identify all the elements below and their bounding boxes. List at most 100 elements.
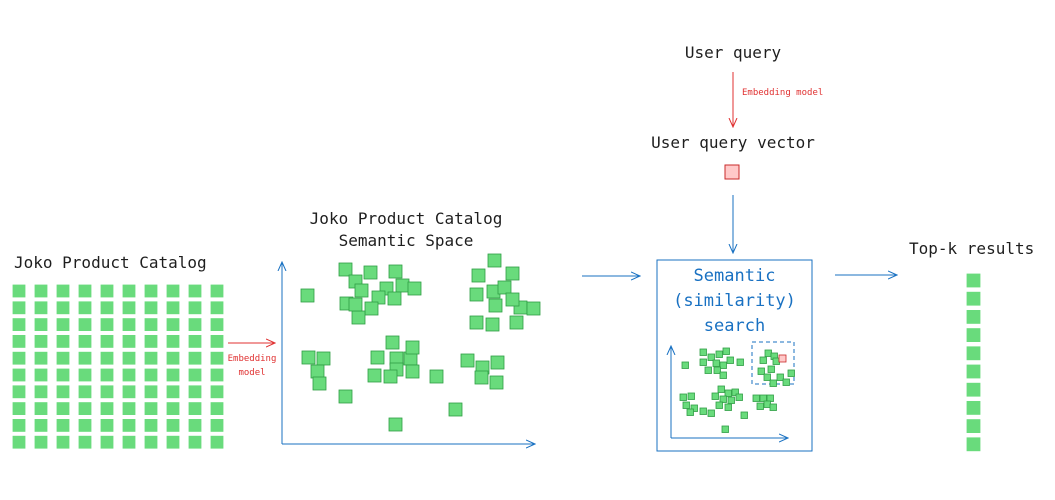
mini-point-icon <box>769 379 777 387</box>
catalog-item-icon <box>144 368 158 382</box>
search-mini-points <box>679 347 795 433</box>
catalog-item-icon <box>122 435 136 449</box>
catalog-item-icon <box>34 301 48 315</box>
space-point-icon <box>487 253 502 268</box>
catalog-item-icon <box>144 402 158 416</box>
catalog-item-icon <box>166 385 180 399</box>
catalog-item-icon <box>210 334 224 348</box>
space-point-icon <box>354 283 369 298</box>
mini-point-icon <box>717 385 725 393</box>
mini-point-icon <box>731 388 739 396</box>
catalog-item-icon <box>78 284 92 298</box>
catalog-item-icon <box>78 318 92 332</box>
catalog-item-icon <box>78 385 92 399</box>
catalog-item-icon <box>34 351 48 365</box>
catalog-item-icon <box>188 318 202 332</box>
space-point-icon <box>316 351 331 366</box>
product-catalog-grid <box>12 284 224 449</box>
mini-point-icon <box>763 400 771 408</box>
mini-query-point-icon <box>778 354 787 363</box>
catalog-item-icon <box>56 284 70 298</box>
mini-point-icon <box>740 411 748 419</box>
mini-point-icon <box>719 395 727 403</box>
result-item-icon <box>966 437 981 452</box>
catalog-item-icon <box>56 351 70 365</box>
catalog-item-icon <box>12 368 26 382</box>
mini-point-icon <box>767 365 775 373</box>
result-item-icon <box>966 419 981 434</box>
space-point-icon <box>312 376 327 391</box>
space-point-icon <box>429 369 444 384</box>
user-query-label: User query <box>684 43 782 62</box>
space-point-icon <box>351 310 366 325</box>
space-point-icon <box>407 281 422 296</box>
catalog-item-icon <box>166 418 180 432</box>
mini-point-icon <box>772 357 780 365</box>
space-point-icon <box>497 280 512 295</box>
semantic-space-axes <box>282 262 535 444</box>
user-query-vector-label: User query vector <box>651 133 815 152</box>
mini-point-icon <box>682 401 690 409</box>
catalog-item-icon <box>12 351 26 365</box>
mini-point-icon <box>715 350 723 358</box>
catalog-item-icon <box>34 402 48 416</box>
catalog-item-icon <box>188 301 202 315</box>
catalog-item-icon <box>34 435 48 449</box>
mini-point-icon <box>735 393 743 401</box>
catalog-item-icon <box>12 435 26 449</box>
mini-point-icon <box>719 361 727 369</box>
mini-point-icon <box>782 378 790 386</box>
space-point-icon <box>338 389 353 404</box>
semantic-space-title: Joko Product Catalog Semantic Space <box>309 209 503 250</box>
space-point-icon <box>383 369 398 384</box>
space-point-icon <box>301 350 316 365</box>
catalog-item-icon <box>122 368 136 382</box>
catalog-item-icon <box>188 284 202 298</box>
mini-point-icon <box>719 371 727 379</box>
catalog-item-icon <box>166 284 180 298</box>
catalog-item-icon <box>144 418 158 432</box>
mini-point-icon <box>769 403 777 411</box>
catalog-item-icon <box>56 334 70 348</box>
catalog-item-icon <box>100 318 114 332</box>
catalog-item-icon <box>34 385 48 399</box>
catalog-item-icon <box>144 435 158 449</box>
mini-point-icon <box>687 392 695 400</box>
catalog-item-icon <box>78 418 92 432</box>
space-point-icon <box>509 315 524 330</box>
space-point-icon <box>371 290 386 305</box>
catalog-item-icon <box>210 301 224 315</box>
mini-point-icon <box>752 394 760 402</box>
catalog-item-icon <box>100 385 114 399</box>
catalog-item-icon <box>166 301 180 315</box>
catalog-item-icon <box>166 318 180 332</box>
result-item-icon <box>966 364 981 379</box>
space-point-icon <box>405 340 420 355</box>
catalog-item-icon <box>166 435 180 449</box>
catalog-item-icon <box>144 284 158 298</box>
space-point-icon <box>367 368 382 383</box>
catalog-item-icon <box>12 318 26 332</box>
catalog-item-icon <box>100 418 114 432</box>
catalog-item-icon <box>56 435 70 449</box>
space-point-icon <box>505 292 520 307</box>
mini-point-icon <box>776 373 784 381</box>
catalog-item-icon <box>188 351 202 365</box>
catalog-item-icon <box>144 351 158 365</box>
catalog-item-icon <box>166 368 180 382</box>
mini-point-icon <box>726 356 734 364</box>
result-item-icon <box>966 291 981 306</box>
catalog-item-icon <box>34 368 48 382</box>
catalog-item-icon <box>144 318 158 332</box>
catalog-item-icon <box>210 418 224 432</box>
catalog-item-icon <box>144 301 158 315</box>
mini-point-icon <box>763 373 771 381</box>
mini-point-icon <box>699 407 707 415</box>
catalog-item-icon <box>210 435 224 449</box>
catalog-item-icon <box>12 284 26 298</box>
catalog-item-icon <box>56 402 70 416</box>
space-point-icon <box>370 350 385 365</box>
catalog-item-icon <box>210 368 224 382</box>
space-point-icon <box>310 364 325 379</box>
